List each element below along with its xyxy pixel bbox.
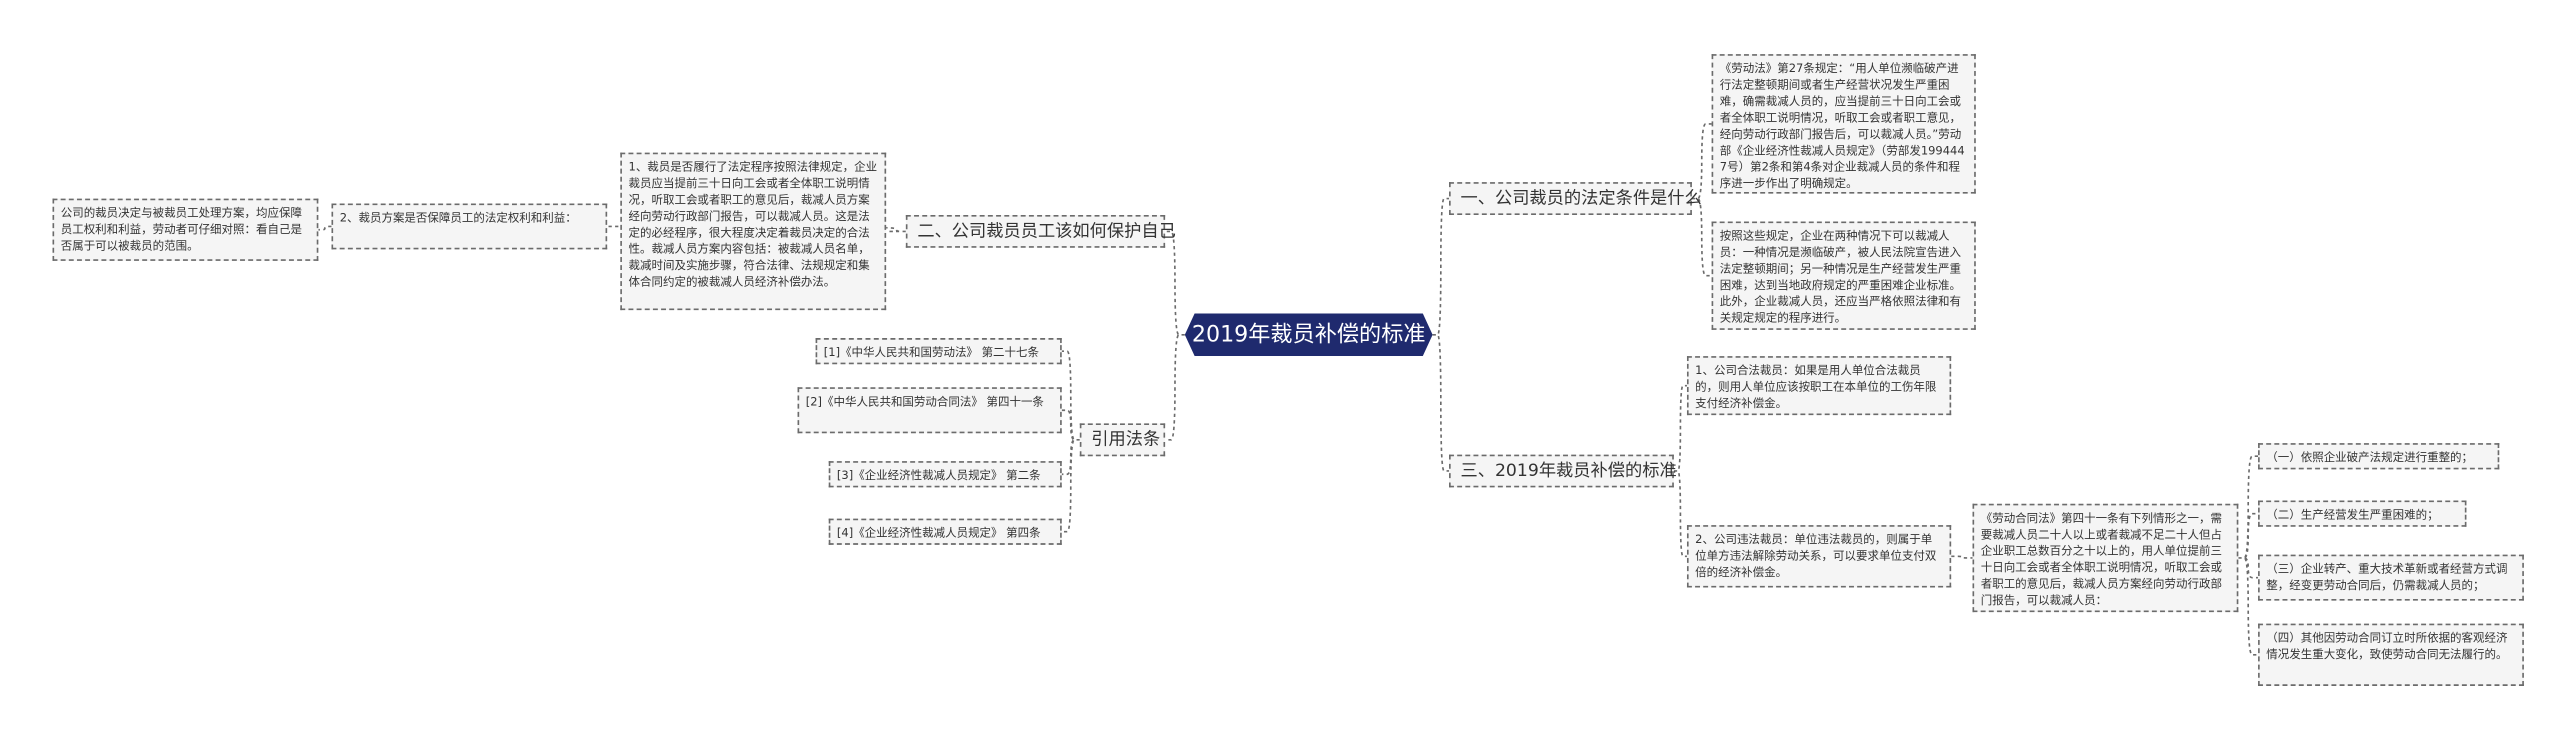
leaf-law-1[interactable]: [1]《中华人民共和国劳动法》 第二十七条	[815, 338, 1062, 365]
link-compensation	[1673, 384, 1687, 558]
leaf-law-3[interactable]: [3]《企业经济性裁减人员规定》 第二条	[828, 461, 1062, 488]
link-root-right	[1432, 197, 1450, 472]
leaf-employee-rights[interactable]: 2、裁员方案是否保障员工的法定权利和利益：	[331, 203, 608, 250]
branch-compensation-standard[interactable]: 三、2019年裁员补偿的标准	[1449, 454, 1677, 488]
link-employee-rights	[318, 225, 332, 231]
leaf-law-4[interactable]: [4]《企业经济性裁减人员规定》 第四条	[828, 518, 1062, 545]
link-cited-laws	[1061, 350, 1080, 533]
leaf-contract-law-41[interactable]: 《劳动合同法》第四十一条有下列情形之一，需要裁减人员二十人以上或者裁减不足二十人…	[1972, 503, 2239, 613]
branch-legal-conditions[interactable]: 一、公司裁员的法定条件是什么	[1449, 182, 1702, 215]
link-root-left	[1165, 230, 1185, 441]
leaf-legal-layoff[interactable]: 1、公司合法裁员：如果是用人单位合法裁员的，则用人单位应该按职工在本单位的工伤年…	[1686, 356, 1952, 416]
leaf-case-2[interactable]: （二）生产经营发生严重困难的；	[2258, 500, 2467, 527]
leaf-case-3[interactable]: （三）企业转产、重大技术革新或者经营方式调整，经变更劳动合同后，仍需裁减人员的；	[2258, 554, 2524, 601]
branch-protect-self[interactable]: 二、公司裁员员工该如何保护自己	[905, 214, 1176, 248]
link-illegal-layoff	[1951, 555, 1973, 559]
branch-cited-laws[interactable]: 引用法条	[1079, 423, 1166, 457]
leaf-law-2[interactable]: [2]《中华人民共和国劳动合同法》 第四十一条	[797, 387, 1062, 434]
link-contract-law	[2238, 455, 2259, 656]
root-topic[interactable]: 2019年裁员补偿的标准	[1185, 313, 1433, 356]
link-legal-conditions	[1691, 123, 1712, 277]
leaf-procedure[interactable]: 1、裁员是否履行了法定程序按照法律规定，企业裁员应当提前三十日向工会或者全体职工…	[620, 152, 887, 311]
leaf-check-scope[interactable]: 公司的裁员决定与被裁员工处理方案，均应保障员工权利和利益，劳动者可仔细对照：看自…	[52, 198, 319, 261]
leaf-case-1[interactable]: （一）依照企业破产法规定进行重整的；	[2258, 443, 2500, 470]
leaf-labor-law-27[interactable]: 《劳动法》第27条规定：“用人单位濒临破产进行法定整顿期间或者生产经营状况发生严…	[1711, 54, 1976, 194]
leaf-two-situations[interactable]: 按照这些规定，企业在两种情况下可以裁减人员：一种情况是濒临破产，被人民法院宣告进…	[1711, 221, 1976, 330]
leaf-illegal-layoff[interactable]: 2、公司违法裁员：单位违法裁员的，则属于单位单方违法解除劳动关系，可以要求单位支…	[1686, 525, 1952, 588]
leaf-case-4[interactable]: （四）其他因劳动合同订立时所依据的客观经济情况发生重大变化，致使劳动合同无法履行…	[2258, 623, 2524, 686]
